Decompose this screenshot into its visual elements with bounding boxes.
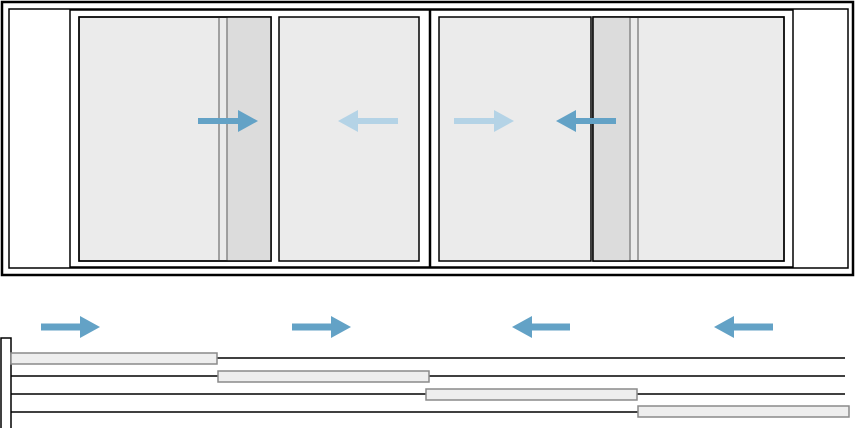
arrow-icon: [512, 316, 570, 338]
overlap-zone-left: [227, 17, 271, 261]
arrow-icon: [714, 316, 773, 338]
door-panel-2: [278, 16, 420, 262]
plan-panel-1: [10, 352, 218, 365]
plan-panel-2: [217, 370, 430, 383]
arrow-icon: [292, 316, 351, 338]
arrow-icon: [556, 110, 616, 132]
elevation-view: [0, 0, 855, 277]
plan-view: [0, 316, 850, 428]
door-panel-3: [438, 16, 592, 262]
door-panel-4: [592, 16, 785, 262]
door-panel-1: [78, 16, 272, 262]
arrow-icon: [41, 316, 100, 338]
overlap-zone-right: [593, 17, 630, 261]
plan-jamb: [0, 337, 12, 428]
plan-panel-3: [425, 388, 638, 401]
plan-panel-4: [637, 405, 850, 418]
arrow-icon: [198, 110, 258, 132]
arrow-icon: [454, 110, 514, 132]
arrow-icon: [338, 110, 398, 132]
